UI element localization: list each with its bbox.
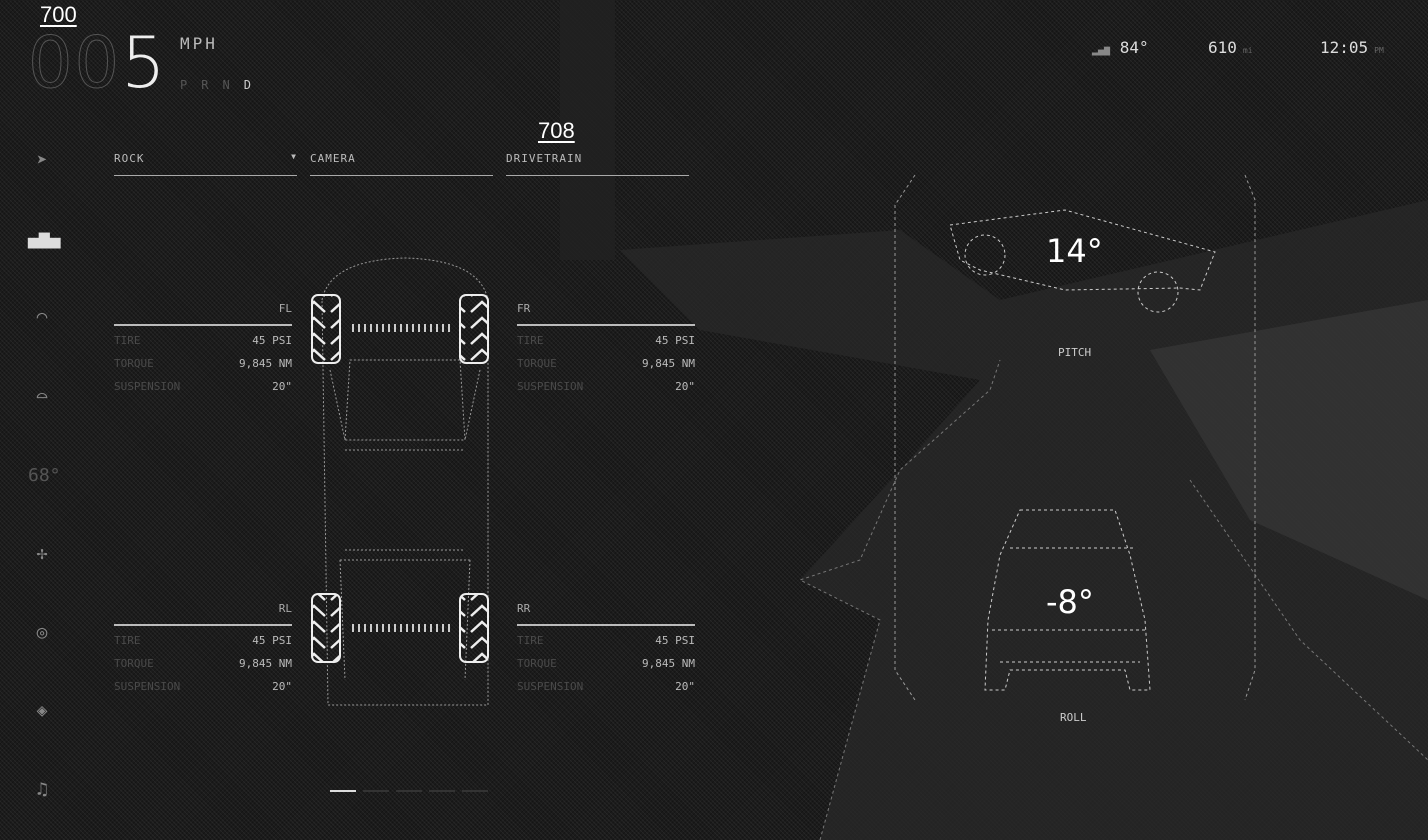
vehicle-icon[interactable]: ▄▆▄	[28, 228, 61, 249]
tab-camera[interactable]: CAMERA	[310, 152, 493, 176]
label: TORQUE	[114, 357, 154, 370]
speedometer: 005	[27, 22, 166, 105]
pitch-roll-view	[894, 174, 1256, 701]
tire-rl	[311, 593, 341, 663]
label: SUSPENSION	[517, 680, 584, 693]
label: TIRE	[114, 334, 141, 347]
wheel-id: FR	[517, 302, 695, 326]
suspension-value: 20"	[272, 380, 292, 393]
gear-n[interactable]: N	[222, 78, 244, 92]
label: TIRE	[517, 334, 544, 347]
roll-label: ROLL	[1060, 711, 1087, 724]
speed-value: 5	[121, 22, 166, 104]
reference-numeral-708: 708	[538, 118, 575, 143]
speed-unit: MPH	[180, 34, 218, 53]
camera-icon[interactable]: ◎	[36, 622, 48, 643]
tire-value: 45 PSI	[252, 334, 292, 347]
page-dot-active[interactable]	[330, 790, 356, 792]
fan-icon[interactable]: ✢	[36, 543, 48, 564]
page-dot[interactable]	[363, 790, 389, 792]
tire-value: 45 PSI	[655, 334, 695, 347]
page-dot[interactable]	[429, 790, 455, 792]
torque-value: 9,845 NM	[642, 357, 695, 370]
clock-time: 12:05	[1320, 38, 1369, 57]
pitch-label: PITCH	[1058, 346, 1092, 359]
label: SUSPENSION	[114, 680, 181, 693]
music-icon[interactable]: ♫	[36, 779, 48, 800]
navigation-icon[interactable]: ➤	[36, 150, 48, 171]
gear-r[interactable]: R	[201, 78, 223, 92]
wheel-id: FL	[114, 302, 292, 326]
suspension-value: 20"	[675, 380, 695, 393]
tab-label: ROCK	[114, 152, 145, 165]
wheel-id: RL	[114, 602, 292, 626]
suspension-value: 20"	[272, 680, 292, 693]
rear-defrost-icon[interactable]: ⌓	[36, 386, 48, 407]
torque-value: 9,845 NM	[239, 357, 292, 370]
wheel-panel-fr: FR TIRE 45 PSI TORQUE 9,845 NM SUSPENSION 2…	[517, 302, 695, 403]
tire-value: 45 PSI	[252, 634, 292, 647]
suspension-value: 20"	[675, 680, 695, 693]
label: TORQUE	[517, 357, 557, 370]
gear-selector[interactable]: PRND	[180, 78, 265, 92]
range-value: 610	[1208, 38, 1237, 57]
speed-leading-digits: 00	[27, 22, 122, 105]
wheel-id: RR	[517, 602, 695, 626]
wheel-panel-rr: RR TIRE 45 PSI TORQUE 9,845 NM SUSPENSION 2…	[517, 602, 695, 703]
label: SUSPENSION	[517, 380, 584, 393]
clock: 12:05 PM	[1320, 38, 1384, 57]
clock-ampm: PM	[1374, 46, 1384, 55]
tab-rock-mode[interactable]: ROCK ▼	[114, 152, 297, 176]
tire-rr	[459, 593, 489, 663]
page-dot[interactable]	[396, 790, 422, 792]
page-dot[interactable]	[462, 790, 488, 792]
label: TIRE	[114, 634, 141, 647]
signal-icon: ▂▄▆	[1092, 45, 1111, 56]
tab-drivetrain[interactable]: DRIVETRAIN	[506, 152, 689, 176]
vehicle-top-view	[311, 257, 489, 706]
torque-value: 9,845 NM	[239, 657, 292, 670]
wheel-panel-rl: RL TIRE 45 PSI TORQUE 9,845 NM SUSPENSION 2…	[114, 602, 292, 703]
wheel-panel-fl: FL TIRE 45 PSI TORQUE 9,845 NM SUSPENSION 2…	[114, 302, 292, 403]
temperature-status: ▂▄▆ 84°	[1092, 38, 1149, 57]
reference-numeral-700: 700	[40, 2, 77, 27]
chevron-down-icon: ▼	[291, 152, 297, 161]
cabin-temperature[interactable]: 68°	[28, 465, 61, 486]
gear-p[interactable]: P	[180, 78, 202, 92]
tire-fr	[459, 294, 489, 364]
tab-label: DRIVETRAIN	[506, 152, 583, 165]
torque-value: 9,845 NM	[642, 657, 695, 670]
front-defrost-icon[interactable]: ◠	[36, 307, 48, 328]
gear-d[interactable]: D	[243, 78, 265, 92]
roll-value: -8°	[1046, 583, 1094, 621]
range-unit: mi	[1242, 46, 1253, 55]
pitch-value: 14°	[1046, 232, 1103, 270]
tire-fl	[311, 294, 341, 364]
range-status: 610 mi	[1208, 38, 1253, 57]
tab-label: CAMERA	[310, 152, 356, 165]
tire-value: 45 PSI	[655, 634, 695, 647]
outside-temperature: 84°	[1119, 38, 1149, 57]
apps-icon[interactable]: ◈	[36, 700, 48, 721]
label: TORQUE	[517, 657, 557, 670]
label: SUSPENSION	[114, 380, 181, 393]
label: TORQUE	[114, 657, 154, 670]
label: TIRE	[517, 634, 544, 647]
